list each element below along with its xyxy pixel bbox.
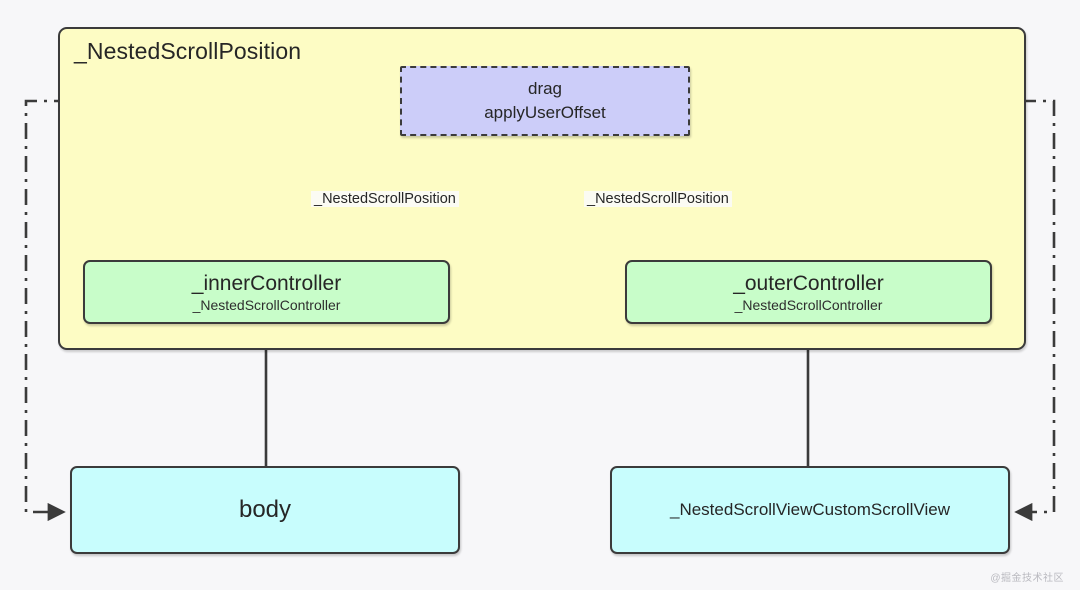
node-custom-scroll-view-label: _NestedScrollViewCustomScrollView xyxy=(670,500,950,519)
node-outer-controller-subtitle: _NestedScrollController xyxy=(734,296,883,313)
watermark: @掘金技术社区 xyxy=(990,573,1064,584)
node-body-label: body xyxy=(238,496,292,523)
container-title: _NestedScrollPosition xyxy=(74,38,302,64)
edge-label-inner-to-drag: _NestedScrollPosition xyxy=(311,191,459,207)
node-inner-controller-subtitle: _NestedScrollController xyxy=(192,296,341,313)
node-inner-controller-title: _innerController xyxy=(191,271,342,295)
node-custom-scroll-view[interactable]: _NestedScrollViewCustomScrollView xyxy=(610,466,1010,554)
node-drag-line1: drag xyxy=(527,79,563,98)
node-outer-controller[interactable]: _outerController _NestedScrollController xyxy=(625,260,992,324)
edge-label-outer-to-drag: _NestedScrollPosition xyxy=(584,191,732,207)
node-drag-line2: applyUserOffset xyxy=(484,103,606,122)
node-drag[interactable]: drag applyUserOffset xyxy=(400,66,690,136)
node-outer-controller-title: _outerController xyxy=(733,271,884,295)
node-inner-controller[interactable]: _innerController _NestedScrollController xyxy=(83,260,450,324)
node-body[interactable]: body xyxy=(70,466,460,554)
